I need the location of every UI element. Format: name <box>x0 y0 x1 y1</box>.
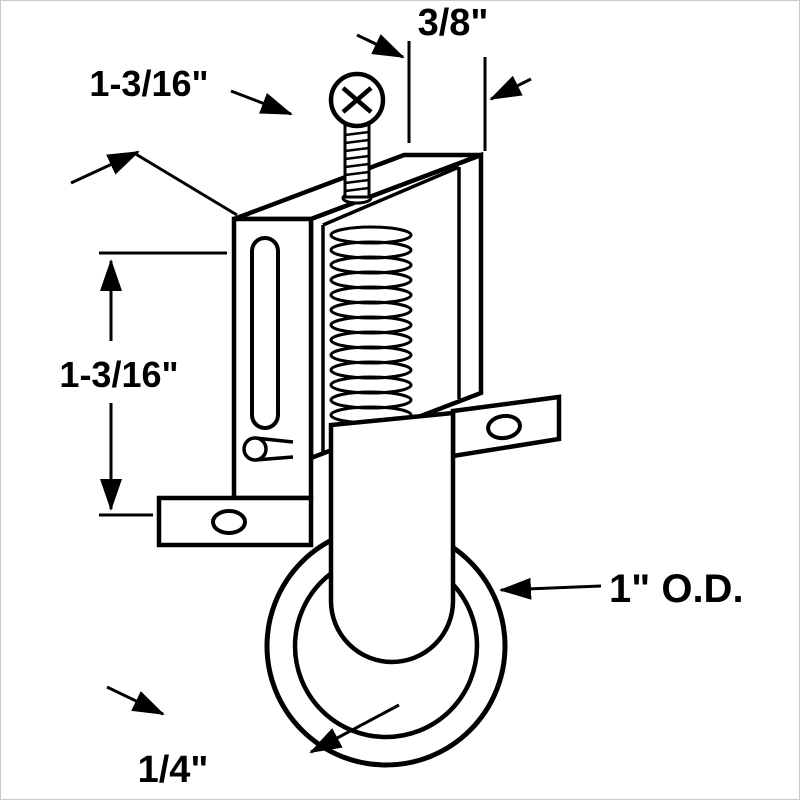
spring-cage <box>321 165 461 453</box>
dimension-top-edge: 1-3/16" <box>70 63 293 217</box>
left-screw-hole <box>211 509 247 535</box>
left-mounting-flange <box>156 495 314 548</box>
right-mounting-flange <box>450 394 562 459</box>
dim-label-wheel-width: 1/4" <box>138 749 209 791</box>
screw-threads <box>344 130 370 193</box>
dim-label-housing-height: 1-3/16" <box>59 354 178 395</box>
axle-pin <box>242 436 294 462</box>
dim-label-top-offset: 3/8" <box>418 2 489 44</box>
right-screw-hole <box>486 413 522 441</box>
adjustment-screw <box>328 71 386 199</box>
dim-label-top-edge: 1-3/16" <box>89 63 208 104</box>
dimension-wheel-width: 1/4" <box>106 685 400 791</box>
front-slot <box>250 236 280 430</box>
phillips-cross-icon <box>341 86 373 114</box>
coil-spring <box>329 225 413 425</box>
spring-carriage-yoke <box>328 410 456 665</box>
dimension-top-offset: 3/8" <box>356 2 532 151</box>
dim-label-wheel-od: 1" O.D. <box>609 567 744 611</box>
housing-bracket <box>231 151 484 501</box>
screw-shank <box>343 123 371 199</box>
dimension-wheel-od: 1" O.D. <box>499 567 744 611</box>
dimension-housing-height: 1-3/16" <box>59 251 227 517</box>
